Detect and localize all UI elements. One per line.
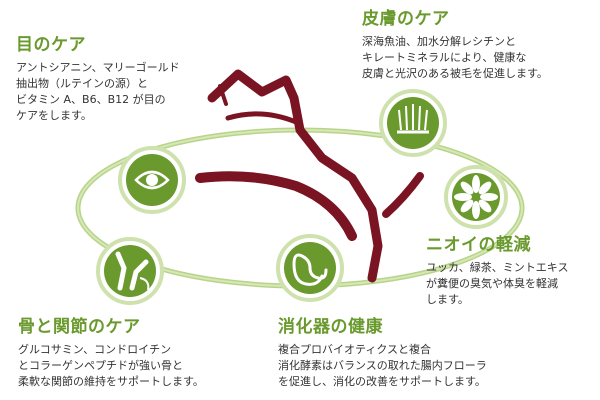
eye-text-line: ケアをします。 (16, 109, 92, 122)
joint-care-title: 骨と関節のケア (18, 317, 141, 337)
digestion-text-line: を促進し、消化の改善をサポートします。 (278, 375, 486, 388)
odor-reduction-block: ニオイの軽減 ユッカ、緑茶、ミントエキスが糞便の臭気や体臭を軽減します。 (426, 234, 568, 308)
joint-care-text: グルコサミン、コンドロイチンとコラーゲンペプチドが強い骨と柔軟な関節の維持をサポ… (18, 342, 204, 390)
eye-text-line: 抽出物（ルテインの源）と (16, 77, 148, 90)
joint-icon (96, 237, 164, 305)
digestion-text: 複合プロバイオティクスと複合消化酵素はバランスの取れた腸内フローラを促進し、消化… (278, 342, 487, 390)
skin-text-line: 深海魚油、加水分解レシチンと (362, 35, 516, 48)
joint-care-block: 骨と関節のケア グルコサミン、コンドロイチンとコラーゲンペプチドが強い骨と柔軟な… (18, 316, 204, 390)
skin-text-line: キレートミネラルにより、健康な (362, 51, 527, 64)
skin-care-block: 皮膚のケア 深海魚油、加水分解レシチンとキレートミネラルにより、健康な皮膚と光沢… (362, 8, 548, 82)
digestion-block: 消化器の健康 複合プロバイオティクスと複合消化酵素はバランスの取れた腸内フローラ… (278, 316, 487, 390)
eye-care-title: 目のケア (16, 35, 86, 55)
digestion-title: 消化器の健康 (278, 317, 383, 337)
digestion-text-line: 複合プロバイオティクスと複合 (278, 343, 432, 356)
skin-care-title: 皮膚のケア (362, 9, 450, 29)
odor-text-line: ユッカ、緑茶、ミントエキス (426, 261, 569, 274)
odor-text-line: します。 (426, 293, 469, 306)
skin-hair-icon (379, 89, 447, 157)
skin-text-line: 皮膚と光沢のある被毛を促進します。 (362, 67, 548, 80)
eye-care-block: 目のケア アントシアニン、マリーゴールド抽出物（ルテインの源）とビタミン A、B… (16, 34, 180, 124)
eye-care-text: アントシアニン、マリーゴールド抽出物（ルテインの源）とビタミン A、B6、B12… (16, 60, 180, 124)
skin-care-text: 深海魚油、加水分解レシチンとキレートミネラルにより、健康な皮膚と光沢のある被毛を… (362, 34, 548, 82)
eye-text-line: ビタミン A、B6、B12 が目の (16, 93, 166, 106)
joint-text-line: とコラーゲンペプチドが強い骨と (18, 359, 183, 372)
odor-reduction-text: ユッカ、緑茶、ミントエキスが糞便の臭気や体臭を軽減します。 (426, 260, 568, 308)
joint-text-line: グルコサミン、コンドロイチン (18, 343, 172, 356)
cat-silhouette (195, 69, 424, 283)
intestine-icon (276, 234, 344, 302)
eye-icon (118, 146, 186, 214)
odor-reduction-title: ニオイの軽減 (426, 235, 531, 255)
digestion-text-line: 消化酵素はバランスの取れた腸内フローラ (278, 359, 487, 372)
eye-text-line: アントシアニン、マリーゴールド (16, 61, 180, 74)
odor-text-line: が糞便の臭気や体臭を軽減 (426, 277, 558, 290)
flower-icon (444, 165, 508, 229)
joint-text-line: 柔軟な関節の維持をサポートします。 (18, 375, 204, 388)
